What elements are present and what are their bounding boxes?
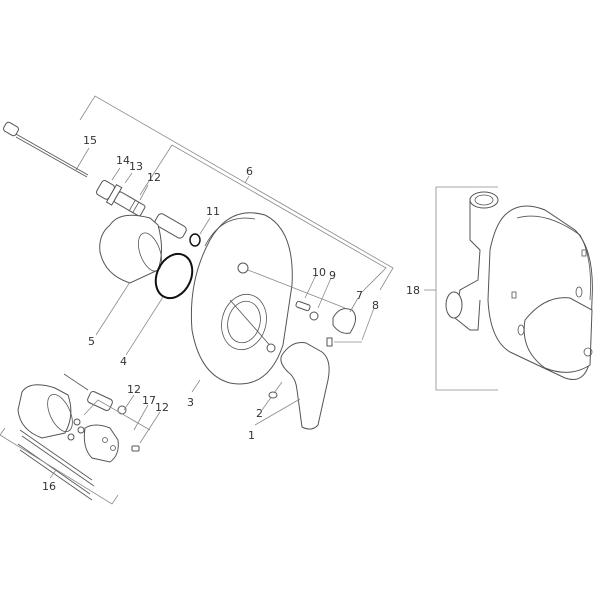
callout-4: 4 <box>120 355 127 368</box>
part-16-thermostat-set <box>17 373 140 501</box>
part-8-screw <box>326 337 333 347</box>
part-9-clip <box>309 311 319 321</box>
callout-5: 5 <box>88 335 95 348</box>
bracket-6 <box>79 95 394 291</box>
part-11-o-ring <box>189 233 201 247</box>
callout-10: 10 <box>312 266 326 279</box>
callout-12-upper: 12 <box>147 171 161 184</box>
callout-2: 2 <box>256 407 263 420</box>
callout-9: 9 <box>329 269 336 282</box>
callout-15: 15 <box>83 134 97 147</box>
part-1-lever-handle <box>280 342 330 430</box>
callout-13: 13 <box>129 160 143 173</box>
callout-14: 14 <box>116 154 130 167</box>
part-18-rough-in-body <box>424 186 593 391</box>
part-7-cover-cap <box>332 308 356 334</box>
callout-7: 7 <box>356 289 363 302</box>
part-2-screw <box>268 391 278 399</box>
callout-12-lower-a: 12 <box>127 383 141 396</box>
part-14-cartridge <box>95 180 146 217</box>
callout-11: 11 <box>206 205 220 218</box>
callout-8: 8 <box>372 299 379 312</box>
callout-12-lower-b: 12 <box>155 401 169 414</box>
callout-17: 17 <box>142 394 156 407</box>
part-15-spindle-rod <box>3 121 89 178</box>
part-3-trim-plate <box>190 212 293 385</box>
part-12-sleeve <box>154 213 187 239</box>
part-10-pin <box>295 300 311 312</box>
callout-1: 1 <box>248 429 255 442</box>
callout-18: 18 <box>406 284 420 297</box>
callout-3: 3 <box>187 396 194 409</box>
part-4-o-ring <box>154 252 194 300</box>
callout-16: 16 <box>42 480 56 493</box>
callout-6: 6 <box>246 165 253 178</box>
